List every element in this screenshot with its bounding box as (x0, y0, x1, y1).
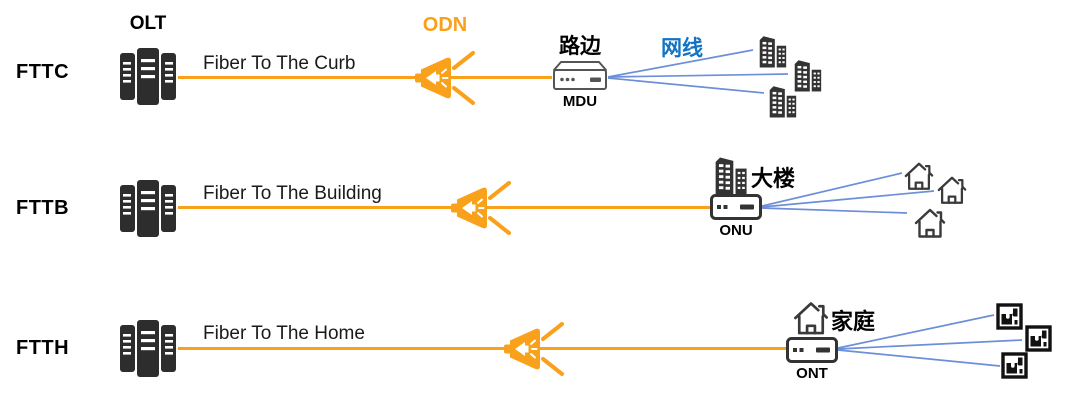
room-icon (996, 303, 1023, 330)
splitter-icon (504, 319, 568, 379)
copper-line (607, 73, 789, 78)
copper-line (837, 339, 1023, 350)
copper-line (837, 314, 995, 349)
copper-line (837, 349, 1001, 367)
house-icon (792, 299, 830, 337)
building-icon (755, 31, 789, 68)
olt-rack-icon (120, 180, 176, 238)
copper-line (761, 172, 903, 207)
site-label-building: 大楼 (751, 166, 796, 191)
room-icon (1025, 325, 1052, 352)
site-label-home: 家庭 (831, 309, 876, 334)
building-icon (710, 152, 750, 194)
olt-label: OLT (129, 13, 167, 34)
fiber-label-ftth: Fiber To The Home (203, 323, 365, 344)
cable-label: 网线 (661, 37, 703, 60)
olt-rack-icon (120, 48, 176, 106)
splitter-icon (415, 48, 479, 108)
copper-line (607, 49, 754, 78)
copper-line (761, 207, 908, 214)
house-icon (903, 160, 935, 192)
odn-label: ODN (422, 14, 468, 36)
fiber-label-fttc: Fiber To The Curb (203, 53, 356, 74)
row-title-ftth: FTTH (16, 337, 70, 359)
house-icon (936, 174, 968, 206)
row-title-fttb: FTTB (16, 197, 70, 219)
house-icon (913, 206, 947, 240)
mdu-label: MDU (562, 93, 598, 110)
olt-rack-icon (120, 320, 176, 378)
row-title-fttc: FTTC (16, 61, 70, 83)
room-icon (1001, 352, 1028, 379)
copper-line (607, 77, 765, 94)
ont-label: ONT (796, 365, 828, 382)
onu-label: ONU (719, 222, 753, 239)
splitter-icon (451, 178, 515, 238)
onu-device-icon (710, 194, 762, 220)
ont-device-icon (786, 337, 838, 363)
building-icon (765, 81, 799, 118)
mdu-device-icon (552, 60, 608, 92)
copper-line (761, 190, 935, 208)
site-label-curb: 路边 (559, 35, 601, 58)
fiber-label-fttb: Fiber To The Building (203, 183, 382, 204)
